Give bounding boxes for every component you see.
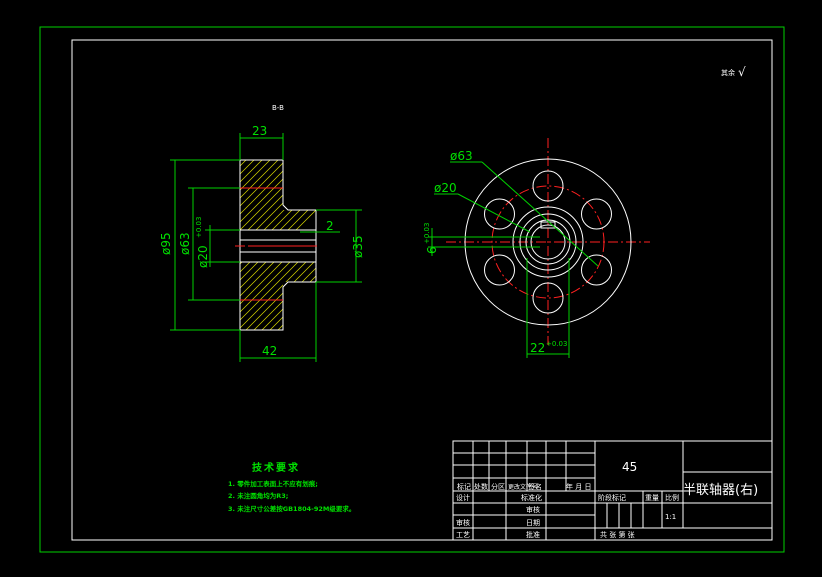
tb-label-change: 更改文件号 [508, 483, 538, 491]
tb-scale-label: 比例 [665, 493, 679, 502]
tb-label-sign: 签名 [528, 482, 542, 491]
tb-sheet-info: 共 张 第 张 [600, 530, 635, 539]
dim-bore: ø20 [434, 181, 457, 195]
dim-keyway-tol: +0.03 [546, 340, 567, 348]
dim-width-top: 23 [252, 124, 267, 138]
dim-keyway-width: 22 [530, 341, 545, 355]
outer-frame [39, 26, 785, 553]
tech-req-item-2: 2. 未注圆角均为R3; [228, 491, 288, 500]
tb-approve: 批准 [526, 530, 540, 539]
inner-frame [71, 39, 773, 541]
tb-part-name: 半联轴器(右) [683, 483, 758, 498]
tb-material: 45 [622, 460, 637, 474]
technical-requirements: 技术要求 1. 零件加工表面上不应有划痕; 2. 未注圆角均为R3; 3. 未注… [228, 461, 355, 513]
tb-standard: 标准化 [521, 493, 542, 502]
dim-mid-dia: ø63 [178, 232, 192, 255]
section-outline [239, 159, 317, 331]
dim-hub-dia: ø35 [351, 235, 365, 258]
tb-weight: 重量 [645, 494, 659, 502]
section-view: B-B [159, 104, 365, 362]
roughness-symbol: √ [738, 65, 746, 79]
tech-req-title: 技术要求 [252, 461, 300, 474]
tb-label-date: 年 月 日 [566, 482, 591, 491]
tb-label-count: 处数 [474, 482, 488, 491]
title-block: 标记 处数 分区 更改文件号 签名 年 月 日 设计 审核 工艺 标准化 审核 … [452, 440, 773, 541]
tb-process: 工艺 [456, 531, 470, 539]
tech-req-item-1: 1. 零件加工表面上不应有划痕; [228, 479, 318, 488]
tb-scale: 1:1 [665, 513, 676, 521]
tb-label-mark: 标记 [457, 482, 471, 491]
tb-design: 设计 [456, 493, 470, 502]
dim-pcd: ø63 [450, 149, 473, 163]
dim-key-depth: 6 [425, 246, 439, 254]
dim-bore-tol: +0.03 [195, 217, 203, 238]
dim-bore-dia: ø20 [196, 245, 210, 268]
tb-audit: 审核 [526, 505, 540, 514]
tb-date: 日期 [526, 519, 540, 527]
dim-gap: 2 [326, 219, 334, 233]
tb-label-zone: 分区 [491, 482, 505, 491]
section-label: B-B [272, 104, 284, 112]
roughness-mark: 其余 [721, 68, 735, 77]
tech-req-item-3: 3. 未注尺寸公差按GB1804-92M级要求。 [228, 504, 355, 513]
front-view: ø63 ø20 6 +0.03 22 +0.03 [423, 138, 650, 358]
tb-check: 审核 [456, 518, 470, 527]
dim-length-bottom: 42 [262, 344, 277, 358]
dim-outer-dia: ø95 [159, 232, 173, 255]
dim-key-depth-tol: +0.03 [423, 223, 431, 244]
tb-stage-mark: 阶段标记 [598, 493, 626, 502]
